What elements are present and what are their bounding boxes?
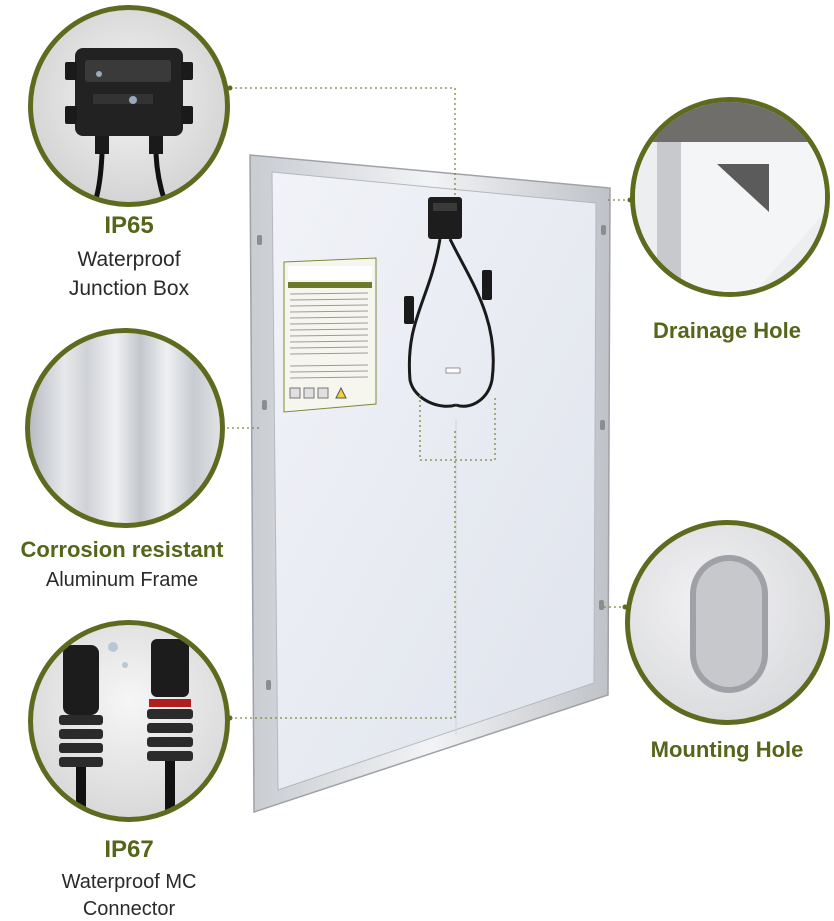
junction-box-closeup-image: [65, 48, 193, 202]
frame-callout-circle: [25, 328, 225, 528]
mounting-hole-title: Mounting Hole: [650, 737, 804, 762]
mounting-hole-closeup-image: [690, 555, 768, 693]
connector-callout-circle: [28, 620, 230, 822]
spec-label-sticker: [283, 257, 377, 413]
frame-feature-line1: Aluminum Frame: [45, 569, 199, 591]
drainage-hole-title: Drainage Hole: [653, 318, 801, 343]
junction-box-rating-title: IP65: [104, 212, 154, 239]
junction-box-line2: Junction Box: [68, 277, 190, 300]
connector-line2: Connector: [82, 898, 176, 920]
junction-box-line1: Waterproof: [77, 248, 181, 271]
drainage-hole-closeup-image: [635, 102, 825, 292]
connector-line1: Waterproof MC: [61, 871, 197, 893]
connector-rating-title: IP67: [104, 836, 154, 863]
drainage-hole-callout-circle: [630, 97, 830, 297]
frame-feature-title: Corrosion resistant: [20, 537, 224, 562]
junction-box-callout-circle: [28, 5, 230, 207]
mc-connector-closeup-image: [59, 639, 193, 817]
mounting-hole-callout-circle: [625, 520, 830, 725]
